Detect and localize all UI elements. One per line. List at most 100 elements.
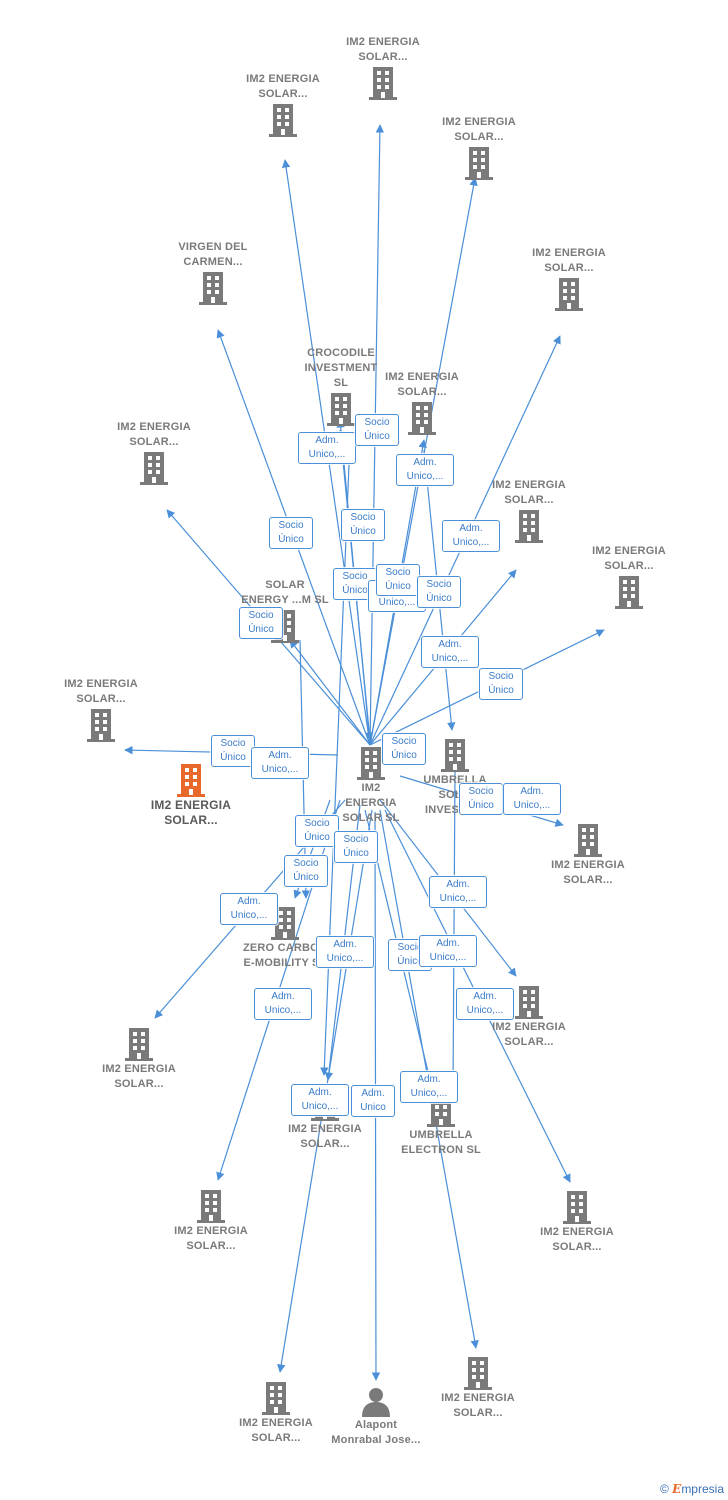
edge-label[interactable]: Socio Único	[417, 576, 461, 608]
edge-label-text: Socio Único	[304, 818, 330, 843]
edge-label[interactable]: Adm. Unico,...	[220, 893, 278, 925]
edge-label[interactable]: Adm. Unico,...	[503, 783, 561, 815]
node-label: IM2 ENERGIA SOLAR...	[441, 1392, 515, 1419]
edge-label[interactable]: Socio Único	[479, 668, 523, 700]
edge-label[interactable]: Socio Único	[284, 855, 328, 887]
relationship-edge	[320, 439, 351, 1076]
relationship-edge	[448, 769, 458, 1091]
edge-label[interactable]: Socio Único	[334, 831, 378, 863]
building-icon	[465, 147, 493, 180]
company-node[interactable]: CROCODILE INVESTMENT SL	[296, 346, 386, 427]
company-node[interactable]: IM2 ENERGIA SOLAR...	[524, 246, 614, 312]
edge-label[interactable]: Socio Único	[459, 783, 503, 815]
company-node[interactable]: IM2 ENERGIA SOLAR...	[434, 115, 524, 181]
edge-label[interactable]: Adm. Unico,...	[442, 520, 500, 552]
building-icon	[177, 764, 205, 797]
edge-label[interactable]: Socio Único	[295, 815, 339, 847]
edge-label[interactable]: Adm. Unico,...	[419, 935, 477, 967]
edge-label-text: Socio Único	[293, 858, 319, 883]
edge-label[interactable]: Adm. Unico,...	[396, 454, 454, 486]
company-node[interactable]: IM2 ENERGIA SOLAR...	[338, 35, 428, 101]
edge-label[interactable]: Adm. Unico,...	[254, 988, 312, 1020]
company-node[interactable]: IM2 ENERGIA SOLAR...	[377, 370, 467, 436]
edge-label[interactable]: Adm. Unico	[351, 1085, 395, 1117]
company-node[interactable]: IM2 ENERGIA SOLAR...	[166, 1188, 256, 1254]
company-node[interactable]: SOLAR ENERGY ...M SL	[240, 578, 330, 644]
node-label: VIRGEN DEL CARMEN...	[178, 241, 248, 268]
edge-label-text: Socio Único	[364, 417, 390, 442]
node-label: IM2 ENERGIA SOLAR...	[64, 678, 138, 705]
edge-label[interactable]: Adm. Unico,...	[429, 876, 487, 908]
building-icon	[125, 1028, 153, 1061]
node-label: IM2 ENERGIA SOLAR...	[385, 371, 459, 398]
highlighted-company-node[interactable]: IM2 ENERGIA SOLAR...	[146, 762, 236, 828]
edge-label-text: Socio Único	[342, 571, 368, 596]
edge-label[interactable]: Socio Único	[211, 735, 255, 767]
edge-label-text: Adm. Unico,...	[261, 750, 299, 775]
company-node[interactable]: IM2 ENERGIA SOLAR...	[484, 478, 574, 544]
edge-label-text: Socio Único	[391, 736, 417, 761]
company-node[interactable]: IM2 ENERGIA SOLAR...	[543, 822, 633, 888]
edge-label-text: Socio Único	[278, 520, 304, 545]
company-node[interactable]: VIRGEN DEL CARMEN...	[168, 240, 258, 306]
node-label: IM2 ENERGIA SOLAR...	[492, 1021, 566, 1048]
edge-label-text: Socio Único	[385, 567, 411, 592]
building-icon	[563, 1191, 591, 1224]
edge-label[interactable]: Adm. Unico,...	[251, 747, 309, 779]
edge-label[interactable]: Adm. Unico,...	[291, 1084, 349, 1116]
edge-label-text: Socio Único	[350, 512, 376, 537]
company-node[interactable]: IM2 ENERGIA SOLAR...	[484, 984, 574, 1050]
edge-label[interactable]: Socio Único	[269, 517, 313, 549]
building-icon	[464, 1357, 492, 1390]
edge-label[interactable]: Socio Único	[382, 733, 426, 765]
person-node[interactable]: Alapont Monrabal Jose...	[331, 1386, 421, 1448]
edge-label-text: Adm. Unico,...	[429, 938, 467, 963]
edge-label-text: Socio Único	[468, 786, 494, 811]
company-node[interactable]: IM2 ENERGIA SOLAR...	[231, 1380, 321, 1446]
edge-label[interactable]: Adm. Unico,...	[316, 936, 374, 968]
edge-label[interactable]: Adm. Unico,...	[400, 1071, 458, 1103]
node-label: IM2 ENERGIA SOLAR...	[492, 479, 566, 506]
brand-watermark: © Empresia	[660, 1482, 724, 1496]
edge-label-text: Adm. Unico	[360, 1088, 386, 1113]
company-node[interactable]: IM2 ENERGIA SOLAR...	[94, 1026, 184, 1092]
node-label: ZERO CARBON E-MOBILITY SL	[242, 942, 328, 969]
node-label: IM2 ENERGIA SOLAR...	[117, 421, 191, 448]
building-icon	[87, 709, 115, 742]
edge-label[interactable]: Socio Único	[341, 509, 385, 541]
person-icon	[362, 1388, 390, 1417]
edge-label[interactable]: Adm. Unico,...	[421, 636, 479, 668]
company-node[interactable]: IM2 ENERGIA SOLAR...	[280, 1086, 370, 1152]
edge-label-text: Adm. Unico,...	[431, 639, 469, 664]
node-label: Alapont Monrabal Jose...	[331, 1419, 421, 1446]
center-company-node[interactable]: IM2 ENERGIA SOLAR SL	[326, 745, 416, 826]
edge-label-text: Adm. Unico,...	[326, 939, 364, 964]
edge-label[interactable]: Socio Único	[239, 607, 283, 639]
company-node[interactable]: ZERO CARBON E-MOBILITY SL	[240, 905, 330, 971]
company-node[interactable]: IM2 ENERGIA SOLAR...	[433, 1355, 523, 1421]
node-label: IM2 ENERGIA SOLAR...	[174, 1225, 248, 1252]
company-node[interactable]: IM2 ENERGIA SOLAR...	[238, 72, 328, 138]
node-label: IM2 ENERGIA SOLAR...	[102, 1063, 176, 1090]
building-icon	[555, 278, 583, 311]
edge-label[interactable]: Adm. Unico,...	[456, 988, 514, 1020]
node-label: IM2 ENERGIA SOLAR...	[532, 247, 606, 274]
node-label: IM2 ENERGIA SOLAR...	[239, 1417, 313, 1444]
company-node[interactable]: IM2 ENERGIA SOLAR...	[56, 677, 146, 743]
company-node[interactable]: IM2 ENERGIA SOLAR...	[584, 544, 674, 610]
node-label: IM2 ENERGIA SOLAR...	[346, 36, 420, 63]
edge-label-text: Socio Único	[343, 834, 369, 859]
building-icon	[515, 510, 543, 543]
edge-label-text: Socio Único	[397, 942, 423, 967]
node-label: IM2 ENERGIA SOLAR...	[540, 1226, 614, 1253]
company-node[interactable]: IM2 ENERGIA SOLAR...	[109, 420, 199, 486]
edge-label[interactable]: Adm. Unico,...	[298, 432, 356, 464]
edge-label-text: Adm. Unico,...	[301, 1087, 339, 1112]
edge-label-text: Socio Único	[488, 671, 514, 696]
company-node[interactable]: UMBRELLA ELECTRON SL	[396, 1092, 486, 1158]
node-label: IM2 ENERGIA SOLAR...	[442, 116, 516, 143]
edge-label[interactable]: Socio Único	[376, 564, 420, 596]
building-icon	[515, 986, 543, 1019]
edge-label[interactable]: Socio Único	[355, 414, 399, 446]
company-node[interactable]: IM2 ENERGIA SOLAR...	[532, 1189, 622, 1255]
